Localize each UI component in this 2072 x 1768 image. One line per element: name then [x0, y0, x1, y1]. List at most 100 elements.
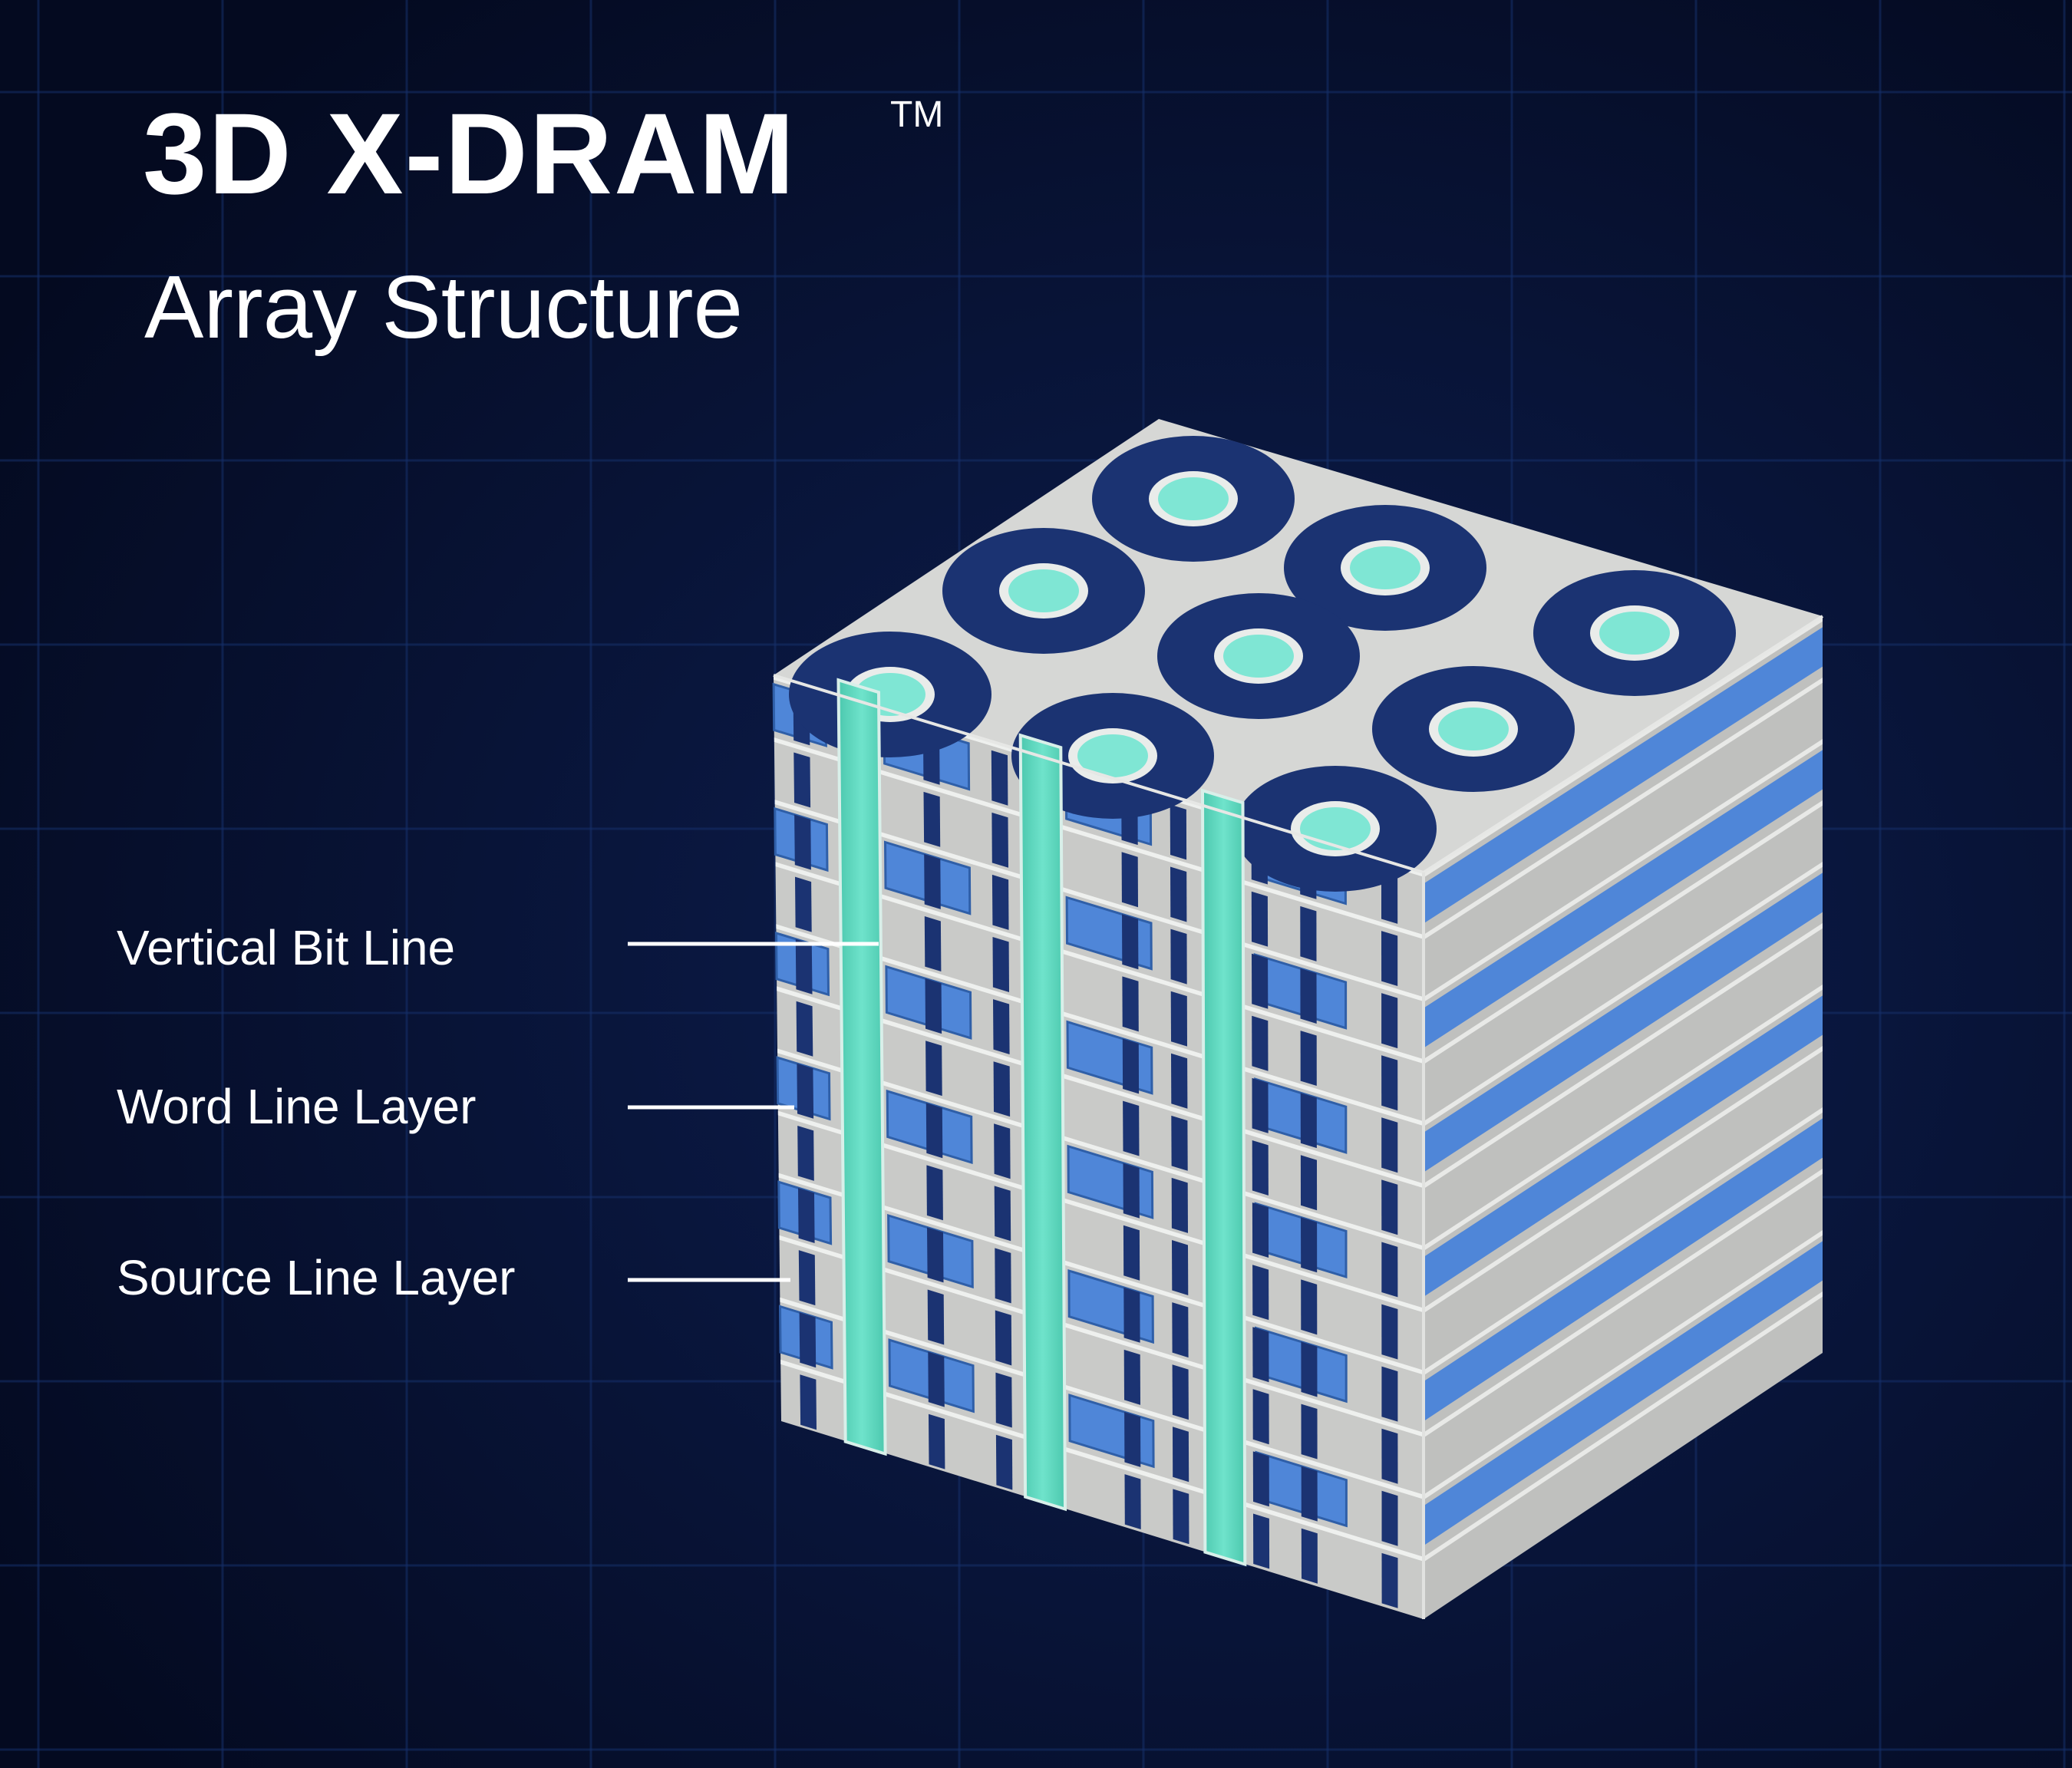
channel-segment: [925, 978, 942, 1034]
channel-segment: [925, 1103, 943, 1159]
channel-segment: [924, 916, 942, 971]
channel-segment: [1252, 1265, 1269, 1321]
layer-separator: [1424, 1230, 1823, 1500]
layer-separator: [1424, 800, 1823, 1065]
channel-segment: [800, 1374, 817, 1430]
channel-segment: [929, 1413, 945, 1469]
layer-separator: [774, 800, 1424, 1001]
channel-segment: [1300, 905, 1317, 962]
channel-segment: [1121, 852, 1138, 908]
channel-segment: [1171, 1177, 1188, 1233]
channel-segment: [994, 1123, 1011, 1179]
channel-segment: [1252, 1077, 1269, 1133]
channel-segment: [928, 1351, 945, 1407]
channel-segment: [794, 814, 811, 870]
channel-segment: [1123, 1287, 1140, 1343]
channel-segment: [797, 1063, 814, 1119]
channel-segment: [995, 1434, 1013, 1490]
channel-segment: [924, 854, 941, 909]
trademark-mark: TM: [890, 94, 944, 135]
channel-segment: [1170, 866, 1187, 922]
channel-segment: [991, 874, 1009, 930]
bit-line-top: [1438, 708, 1509, 750]
channel-segment: [793, 752, 811, 808]
channel-segment: [1301, 1528, 1318, 1584]
layer-separator: [1424, 1169, 1823, 1438]
word-line-layer: [1424, 750, 1823, 1048]
layer-separator: [1424, 739, 1823, 1002]
channel-segment: [795, 876, 812, 932]
channel-segment: [1124, 1474, 1141, 1529]
channel-segment: [1300, 968, 1317, 1024]
channel-segment: [1252, 1015, 1269, 1071]
layer-separator: [778, 1173, 1424, 1375]
layer-separator: [1424, 985, 1823, 1252]
channel-segment: [1123, 1163, 1140, 1219]
channel-segment: [1253, 1513, 1270, 1569]
channel-segment: [923, 791, 941, 847]
layer-separator: [777, 986, 1424, 1189]
bit-line-top: [1158, 477, 1229, 520]
channel-segment: [1172, 1364, 1189, 1420]
layer-separator: [1424, 923, 1823, 1189]
bit-line-top: [1599, 612, 1670, 655]
source-line-label: Source Line Layer: [117, 1250, 516, 1305]
channel-segment: [1251, 891, 1269, 947]
word-line-label: Word Line Layer: [117, 1079, 477, 1134]
channel-segment: [1170, 991, 1187, 1047]
channel-segment: [1301, 1217, 1318, 1273]
channel-segment: [1301, 1341, 1318, 1397]
layer-separator: [1424, 1107, 1823, 1376]
right-face-layers: [1424, 616, 1823, 1562]
channel-segment: [995, 1248, 1011, 1304]
channel-segment: [1301, 1279, 1318, 1335]
channel-segment: [1171, 1053, 1188, 1109]
bit-line-top: [1223, 635, 1294, 678]
channel-segment: [1381, 1242, 1398, 1298]
word-line-layer: [1424, 995, 1823, 1297]
channel-segment: [926, 1165, 943, 1221]
channel-segment: [1381, 1490, 1398, 1546]
channel-segment: [1172, 1240, 1189, 1295]
channel-segment: [995, 1372, 1012, 1428]
channel-segment: [797, 1126, 814, 1181]
layer-separator: [1424, 678, 1823, 940]
channel-segment: [991, 750, 1008, 806]
channel-segment: [1381, 1055, 1398, 1111]
channel-segment: [1170, 804, 1187, 860]
channel-segment: [1172, 1302, 1189, 1358]
channel-segment: [1381, 1179, 1398, 1235]
channel-segment: [1171, 1115, 1188, 1171]
channel-segment: [796, 1001, 813, 1057]
channel-segment: [1300, 1093, 1317, 1149]
channel-segment: [1381, 1304, 1398, 1360]
layer-separator: [777, 1110, 1424, 1313]
bit-line-top: [1300, 807, 1371, 850]
layer-separator: [775, 862, 1424, 1064]
page-title: 3D X-DRAM: [143, 89, 797, 218]
channel-segment: [927, 1227, 944, 1283]
channel-segment: [1170, 929, 1187, 985]
layer-separator: [780, 1297, 1424, 1499]
channel-segment: [925, 1041, 942, 1097]
channel-segment: [993, 1061, 1011, 1117]
layer-separator: [1424, 862, 1823, 1127]
layer-separator: [780, 1359, 1424, 1562]
bit-line-top: [1077, 734, 1148, 777]
channel-segment: [927, 1289, 945, 1345]
vertical-bit-line: [1018, 733, 1067, 1512]
channel-segment: [993, 999, 1010, 1054]
channel-segment: [1252, 1202, 1269, 1258]
channel-segment: [992, 937, 1009, 992]
word-line-layer: [1424, 1118, 1823, 1422]
channel-segment: [1381, 1428, 1398, 1484]
channel-segment: [1301, 1404, 1318, 1460]
channel-segment: [798, 1188, 815, 1243]
channel-segment: [1124, 1412, 1141, 1467]
channel-segment: [1252, 1327, 1269, 1383]
channel-segment: [1122, 914, 1139, 970]
channel-segment: [1300, 1155, 1318, 1211]
channel-segment: [1252, 1140, 1269, 1196]
channel-segment: [1252, 1389, 1269, 1445]
channel-segment: [1381, 931, 1398, 986]
